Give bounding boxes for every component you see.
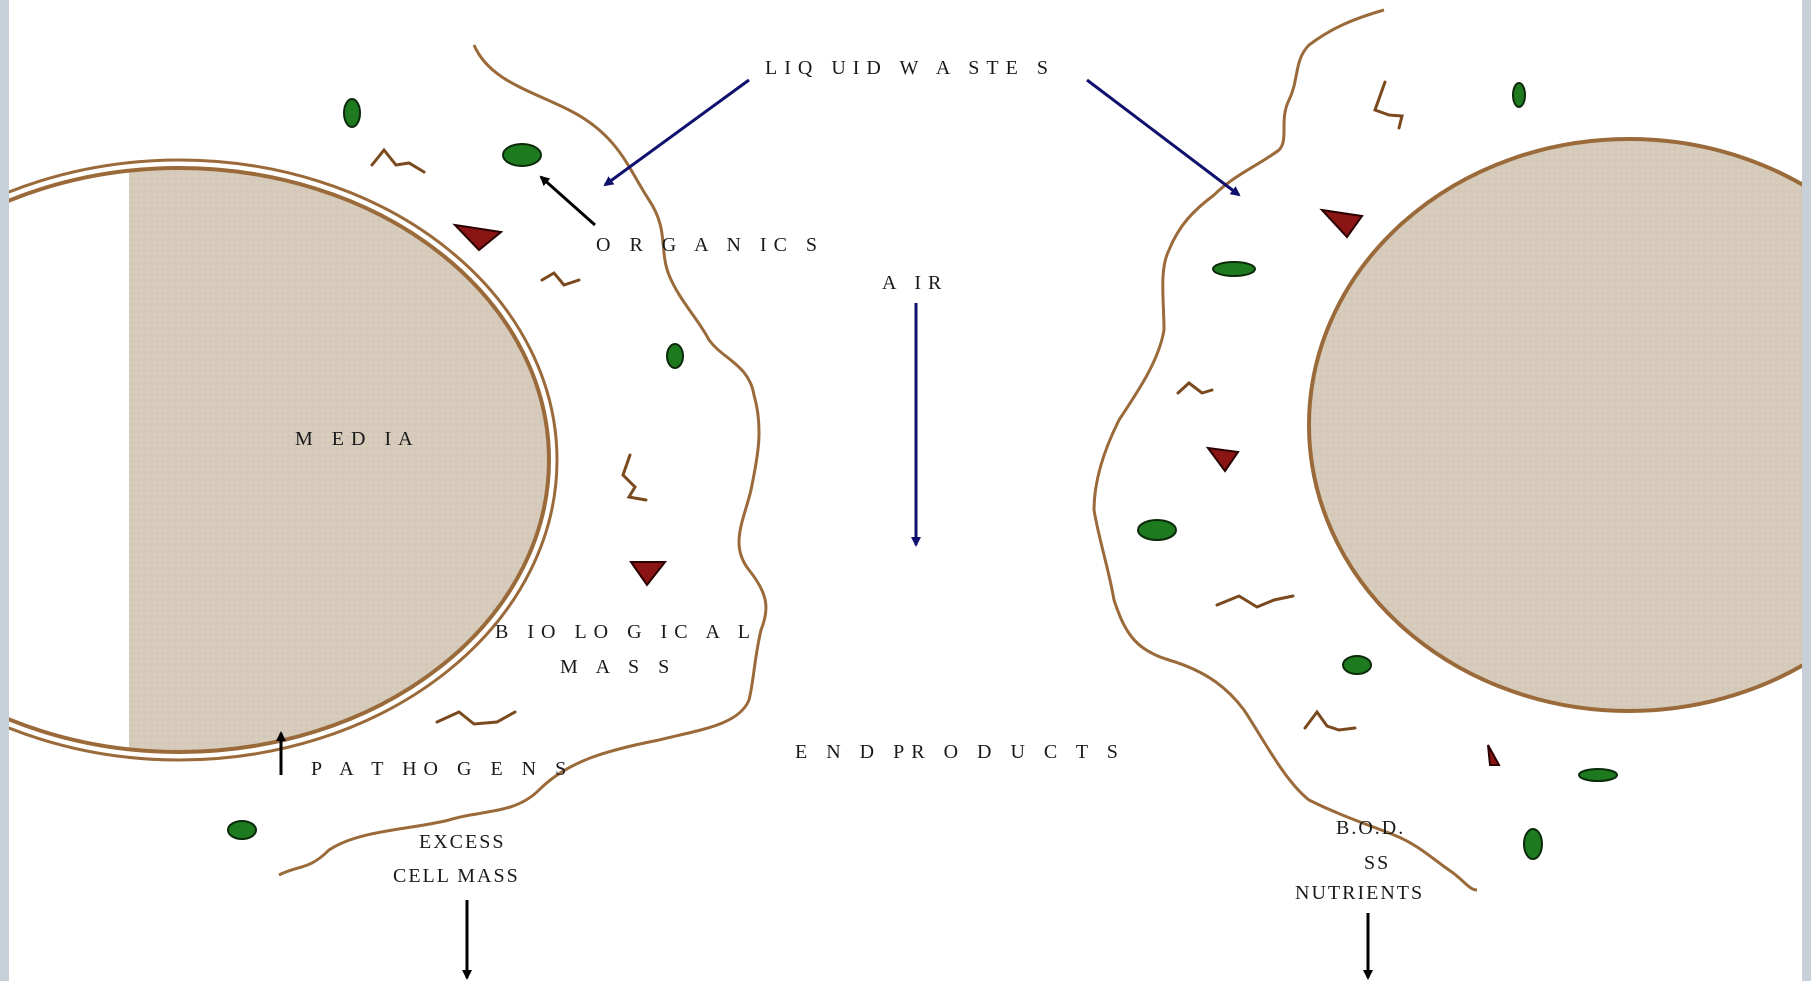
organic-icon — [1524, 829, 1542, 859]
organic-icon — [1579, 769, 1617, 781]
diagram-canvas: LIQ UID W A STE S O R G A N IC S A IR M … — [9, 0, 1802, 981]
filament-icon — [542, 273, 579, 285]
excess-cell-mass-label-1: EXCESS — [419, 831, 505, 853]
end-products-label: E N D PR O D U C T S — [795, 741, 1125, 763]
left-media — [9, 160, 557, 760]
bod-label: B.O.D. — [1336, 817, 1405, 839]
pathogen-icon — [1208, 448, 1238, 471]
nutrients-label: NUTRIENTS — [1295, 882, 1424, 904]
organic-icon — [1343, 656, 1371, 674]
organic-icon — [344, 99, 360, 127]
pathogens-label: P A T HO G E N S — [311, 758, 573, 780]
pathogen-icon — [631, 562, 665, 585]
filament-icon — [1375, 82, 1402, 128]
filament-icon — [1305, 712, 1355, 730]
organic-icon — [503, 144, 541, 166]
filament-icon — [1178, 383, 1212, 393]
filament-icon — [623, 455, 646, 500]
air-label: A IR — [882, 272, 948, 294]
filament-icon — [372, 150, 424, 172]
liquid-wastes-label: LIQ UID W A STE S — [765, 57, 1055, 79]
pathogen-icon — [1322, 210, 1362, 237]
organic-icon — [1138, 520, 1176, 540]
biological-mass-label-1: B IO LO G IC A L — [495, 621, 757, 643]
liquid-wastes-left-arrow — [605, 80, 749, 185]
filament-icon — [1217, 596, 1293, 607]
filament-icon — [437, 712, 515, 724]
organics-arrow — [541, 177, 595, 225]
biological-mass-label-2: M A S S — [560, 656, 676, 678]
organic-icon — [228, 821, 256, 839]
pathogen-icon — [455, 225, 501, 250]
trickling-filter-diagram: LIQ UID W A STE S O R G A N IC S A IR M … — [9, 0, 1802, 981]
pathogen-icon — [1488, 745, 1499, 765]
organic-icon — [1513, 83, 1525, 107]
organic-icon — [1213, 262, 1255, 276]
organic-icon — [667, 344, 683, 368]
media-label: M ED IA — [295, 428, 420, 450]
liquid-wastes-right-arrow — [1087, 80, 1239, 195]
ss-label: SS — [1364, 852, 1390, 874]
organics-label: O R G A N IC S — [596, 234, 824, 256]
excess-cell-mass-label-2: CELL MASS — [393, 865, 520, 887]
right-media — [1309, 139, 1802, 711]
